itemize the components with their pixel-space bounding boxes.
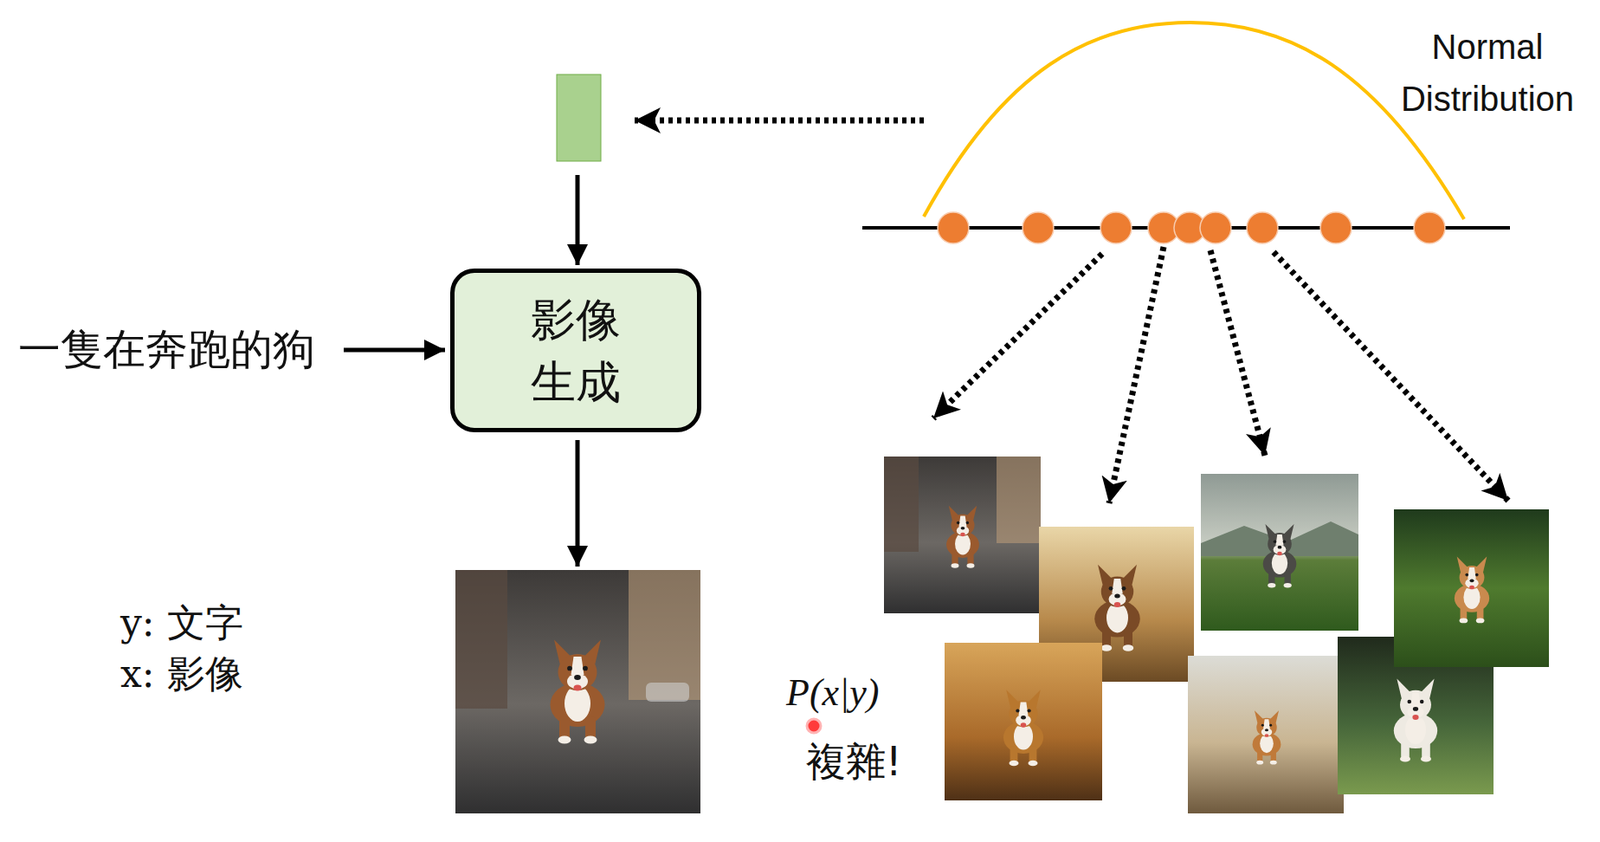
image-ground [1393, 509, 1549, 667]
image-ground [883, 456, 1041, 613]
sample-arrow [1210, 250, 1265, 456]
variable-note: x: 影像 [120, 650, 244, 697]
sample-image [944, 642, 1103, 800]
dog-figure [1263, 523, 1297, 588]
image-ground [1200, 473, 1359, 631]
building [883, 456, 919, 552]
input-text: 一隻在奔跑的狗 [18, 323, 316, 375]
sample-image [1393, 509, 1549, 667]
input-arrow [575, 174, 581, 265]
sample-dot [1200, 212, 1232, 244]
dog-figure [550, 639, 606, 744]
formula: P(x|y) [786, 669, 879, 716]
image-ground [944, 642, 1103, 800]
box-label: 影像 生成 [519, 288, 633, 413]
sample-image [1200, 473, 1359, 631]
car [645, 682, 690, 702]
sample-dot [1100, 212, 1132, 244]
dog-figure [1393, 678, 1438, 762]
sample-dot [1320, 212, 1352, 244]
latent-vector [556, 74, 601, 162]
output-image [455, 569, 701, 813]
sample-image [883, 456, 1041, 613]
sample-image [1187, 655, 1344, 813]
dog-figure [1094, 564, 1141, 652]
sample-arrow [1273, 251, 1509, 501]
distribution-title: Normal Distribution [1379, 20, 1596, 125]
building [996, 456, 1041, 543]
output-arrow [575, 439, 581, 567]
dog-figure [1003, 689, 1044, 766]
image-ground [1187, 655, 1344, 813]
gaussian-curve [923, 22, 1465, 220]
variable-note: y: 文字 [120, 599, 244, 646]
sample-dot [937, 212, 969, 244]
dog-figure [946, 505, 980, 568]
sample-dot [1246, 212, 1278, 244]
dog-figure [1454, 555, 1490, 623]
building [628, 569, 701, 700]
sample-dot [1022, 212, 1054, 244]
process-box: 影像 生成 [450, 268, 702, 433]
input-arrow [343, 348, 446, 353]
pointer-dot [806, 718, 821, 733]
sample-arrow [634, 117, 924, 124]
sample-arrow [1109, 246, 1164, 504]
sample-dot [1413, 212, 1446, 244]
building [455, 569, 508, 709]
sample-dots [937, 212, 1446, 244]
image-ground [455, 569, 701, 813]
note-text: 複雜! [806, 737, 902, 786]
sample-arrow [933, 253, 1103, 419]
dog-figure [1252, 709, 1282, 764]
